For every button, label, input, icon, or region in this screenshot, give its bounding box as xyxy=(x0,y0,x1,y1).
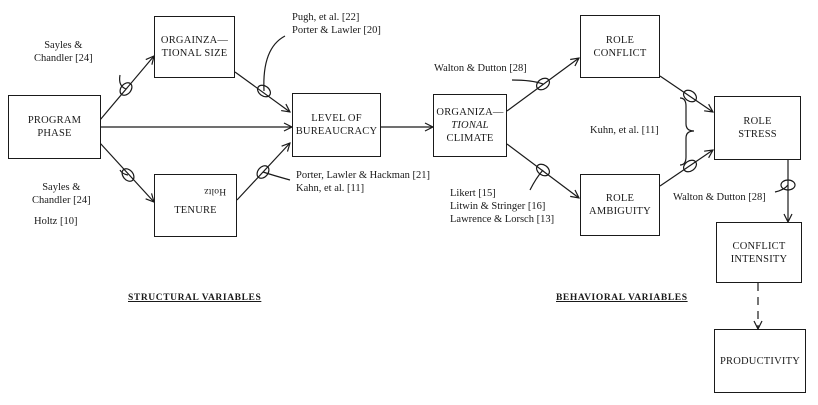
box-label-line: LEVEL OF xyxy=(311,113,362,124)
citation-porter-kahn: Porter, Lawler & Hackman [21] Kahn, et a… xyxy=(296,170,430,194)
structural-variables-heading: STRUCTURAL VARIABLES xyxy=(128,293,262,303)
box-label-line: ROLE xyxy=(605,34,635,46)
arrow-phase-to-size xyxy=(99,56,154,121)
box-label-line: PROGRAM xyxy=(27,115,82,126)
arrow-ambiguity-to-stress xyxy=(659,150,713,187)
arrow-tenure-to-bureaucracy xyxy=(236,143,290,201)
moderator-link xyxy=(774,184,789,193)
moderator-link xyxy=(263,35,286,92)
box-label-line: ROLE xyxy=(743,116,772,127)
arrow-climate-to-ambiguity xyxy=(506,143,579,198)
box-label-line: TIONAL xyxy=(451,120,489,131)
moderator-mark xyxy=(682,89,698,103)
moderator-mark xyxy=(535,77,551,91)
moderator-mark xyxy=(256,165,270,179)
box-label-line: ROLE xyxy=(605,193,635,204)
box-label-line: PRODUCTIVITY xyxy=(720,355,800,367)
moderator-mark xyxy=(121,168,135,182)
box-label-line: ORGANIZA— xyxy=(436,107,504,118)
box-label-line: CONFLICT xyxy=(732,240,786,252)
arrow-conflict-to-stress xyxy=(659,75,713,112)
box-label-line: AMBIGUITY xyxy=(589,206,651,217)
moderator-link xyxy=(511,79,544,85)
box-label-line: CLIMATE xyxy=(446,133,494,144)
citation-brace xyxy=(679,97,695,166)
moderator-link xyxy=(529,169,544,191)
citation-sayles-chandler-bottom: Sayles & Chandler [24] xyxy=(32,182,91,206)
box-label-line: STRESS xyxy=(738,129,777,140)
arrow-size-to-bureaucracy xyxy=(234,71,290,112)
citation-kuhn: Kuhn, et al. [11] xyxy=(590,125,659,136)
citation-walton-dutton-top: Walton & Dutton [28] xyxy=(434,63,527,74)
conflict-intensity-box: CONFLICT INTENSITY xyxy=(716,222,802,283)
box-label-line: TENURE xyxy=(174,205,217,216)
box-label-line: INTENSITY xyxy=(730,253,788,265)
behavioral-variables-heading: BEHAVIORAL VARIABLES xyxy=(556,293,688,303)
role-stress-box: ROLE STRESS xyxy=(714,96,801,160)
moderator-mark xyxy=(256,84,272,98)
box-label-line: BUREAUCRACY xyxy=(295,126,378,137)
moderator-link xyxy=(119,169,129,176)
citation-likert-group: Likert [15] Litwin & Stringer [16] Lawre… xyxy=(450,188,555,225)
arrow-climate-to-conflict xyxy=(506,58,579,112)
productivity-box: PRODUCTIVITY xyxy=(714,329,806,393)
arrow-phase-to-tenure xyxy=(99,142,154,202)
tenure-mark: Holtz xyxy=(203,186,226,196)
role-conflict-box: ROLE CONFLICT xyxy=(580,15,660,78)
tenure-box: Holtz TENURE xyxy=(154,174,237,237)
moderator-link xyxy=(119,74,127,90)
role-ambiguity-box: ROLE AMBIGUITY xyxy=(580,174,660,236)
box-label-line: TIONAL SIZE xyxy=(161,48,228,59)
box-label-line: ORGAINZA— xyxy=(160,35,229,46)
organizational-climate-box: ORGANIZA— TIONAL CLIMATE xyxy=(433,94,507,157)
citation-sayles-chandler-top: Sayles & Chandler [24] xyxy=(34,40,93,64)
level-of-bureaucracy-box: LEVEL OF BUREAUCRACY xyxy=(292,93,381,157)
moderator-mark xyxy=(780,179,796,191)
moderator-link xyxy=(262,171,291,181)
citation-walton-dutton-bottom: Walton & Dutton [28] xyxy=(673,192,766,203)
citation-holtz: Holtz [10] xyxy=(34,216,78,227)
box-label-line: PHASE xyxy=(37,128,72,139)
moderator-mark xyxy=(682,159,698,173)
program-phase-box: PROGRAM PHASE xyxy=(8,95,101,159)
box-label-line: CONFLICT xyxy=(593,47,647,59)
organizational-size-box: ORGAINZA— TIONAL SIZE xyxy=(154,16,235,78)
citation-pugh-porter: Pugh, et al. [22] Porter & Lawler [20] xyxy=(292,12,381,36)
